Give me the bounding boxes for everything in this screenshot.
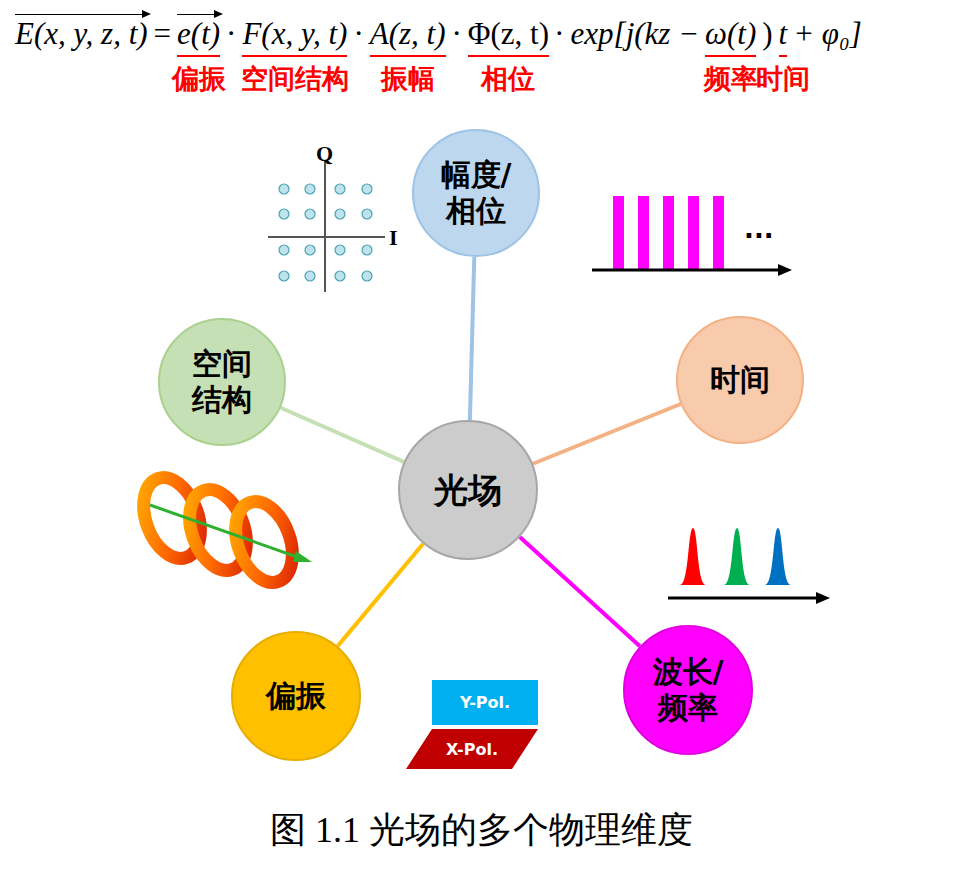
dimension-label: 空间结构 bbox=[241, 61, 349, 97]
dimension-circle: 波长/ 频率 bbox=[623, 625, 753, 755]
connector-line bbox=[470, 257, 474, 420]
dimension-label: 偏振 bbox=[172, 61, 226, 97]
time-axis bbox=[592, 269, 780, 272]
equation-term: ω(t)频率 bbox=[705, 16, 756, 57]
node-label: 幅度/ 相位 bbox=[439, 157, 513, 229]
equation-term: · bbox=[452, 16, 462, 52]
dimension-circle: 偏振 bbox=[231, 631, 361, 761]
helix-beam bbox=[133, 470, 303, 591]
wavelength-pulses bbox=[668, 528, 830, 604]
equation-term: e(t)偏振 bbox=[177, 14, 220, 57]
equation-term: E(x, y, z, t) bbox=[15, 14, 148, 52]
field-equation: E(x, y, z, t)=e(t)偏振·F(x, y, t)空间结构·A(z,… bbox=[15, 14, 862, 57]
dimension-label: 相位 bbox=[481, 61, 535, 97]
connector-line bbox=[533, 404, 681, 464]
constellation-points bbox=[279, 184, 372, 281]
i-axis bbox=[268, 236, 385, 238]
propagation-arrow bbox=[150, 505, 312, 562]
node-label: 偏振 bbox=[266, 678, 326, 714]
connector-line bbox=[338, 544, 423, 646]
node-label: 光场 bbox=[434, 470, 502, 511]
dimension-label: 频率 bbox=[704, 61, 758, 97]
node-label: 空间 结构 bbox=[189, 346, 255, 418]
axis-arrowhead bbox=[778, 264, 792, 276]
node-label: 波长/ 频率 bbox=[651, 654, 725, 726]
q-axis bbox=[324, 160, 326, 292]
dimension-label: 时间 bbox=[756, 61, 810, 97]
pulse-train bbox=[592, 196, 792, 276]
equation-term: t时间 bbox=[779, 16, 788, 57]
dimension-circle: 幅度/ 相位 bbox=[412, 129, 540, 257]
dimension-label: 振幅 bbox=[381, 61, 435, 97]
connector-line bbox=[520, 537, 640, 646]
node-label: X-Pol. bbox=[446, 740, 498, 759]
center-circle: 光场 bbox=[398, 420, 538, 560]
dimension-circle: 时间 bbox=[676, 316, 804, 444]
equation-term: · exp[j(kz − bbox=[555, 16, 699, 52]
equation-term: · bbox=[226, 16, 236, 52]
equation-term: Φ(z, t)相位 bbox=[468, 16, 549, 57]
constellation bbox=[268, 160, 385, 292]
equation-term: A(z, t)振幅 bbox=[370, 16, 446, 57]
dimension-circle: 空间 结构 bbox=[158, 318, 286, 446]
axis-label: I bbox=[389, 225, 398, 251]
equation-term: = bbox=[154, 16, 171, 52]
node-label: Y-Pol. bbox=[460, 693, 510, 712]
equation-term: · bbox=[353, 16, 363, 52]
equation-term: ) bbox=[762, 16, 772, 52]
axis-label: Q bbox=[316, 141, 333, 167]
equation-term: F(x, y, t)空间结构 bbox=[242, 16, 347, 57]
pulse-bars bbox=[613, 196, 724, 270]
polarization-box: Y-Pol. bbox=[432, 680, 538, 725]
connector-line bbox=[281, 408, 404, 462]
equation-term: + φ₀] bbox=[793, 16, 862, 52]
ellipsis-mark: ... bbox=[744, 214, 774, 244]
node-label: 时间 bbox=[710, 362, 770, 398]
polarization-box: X-Pol. bbox=[406, 729, 538, 769]
figure-caption: 图 1.1 光场的多个物理维度 bbox=[0, 806, 963, 855]
